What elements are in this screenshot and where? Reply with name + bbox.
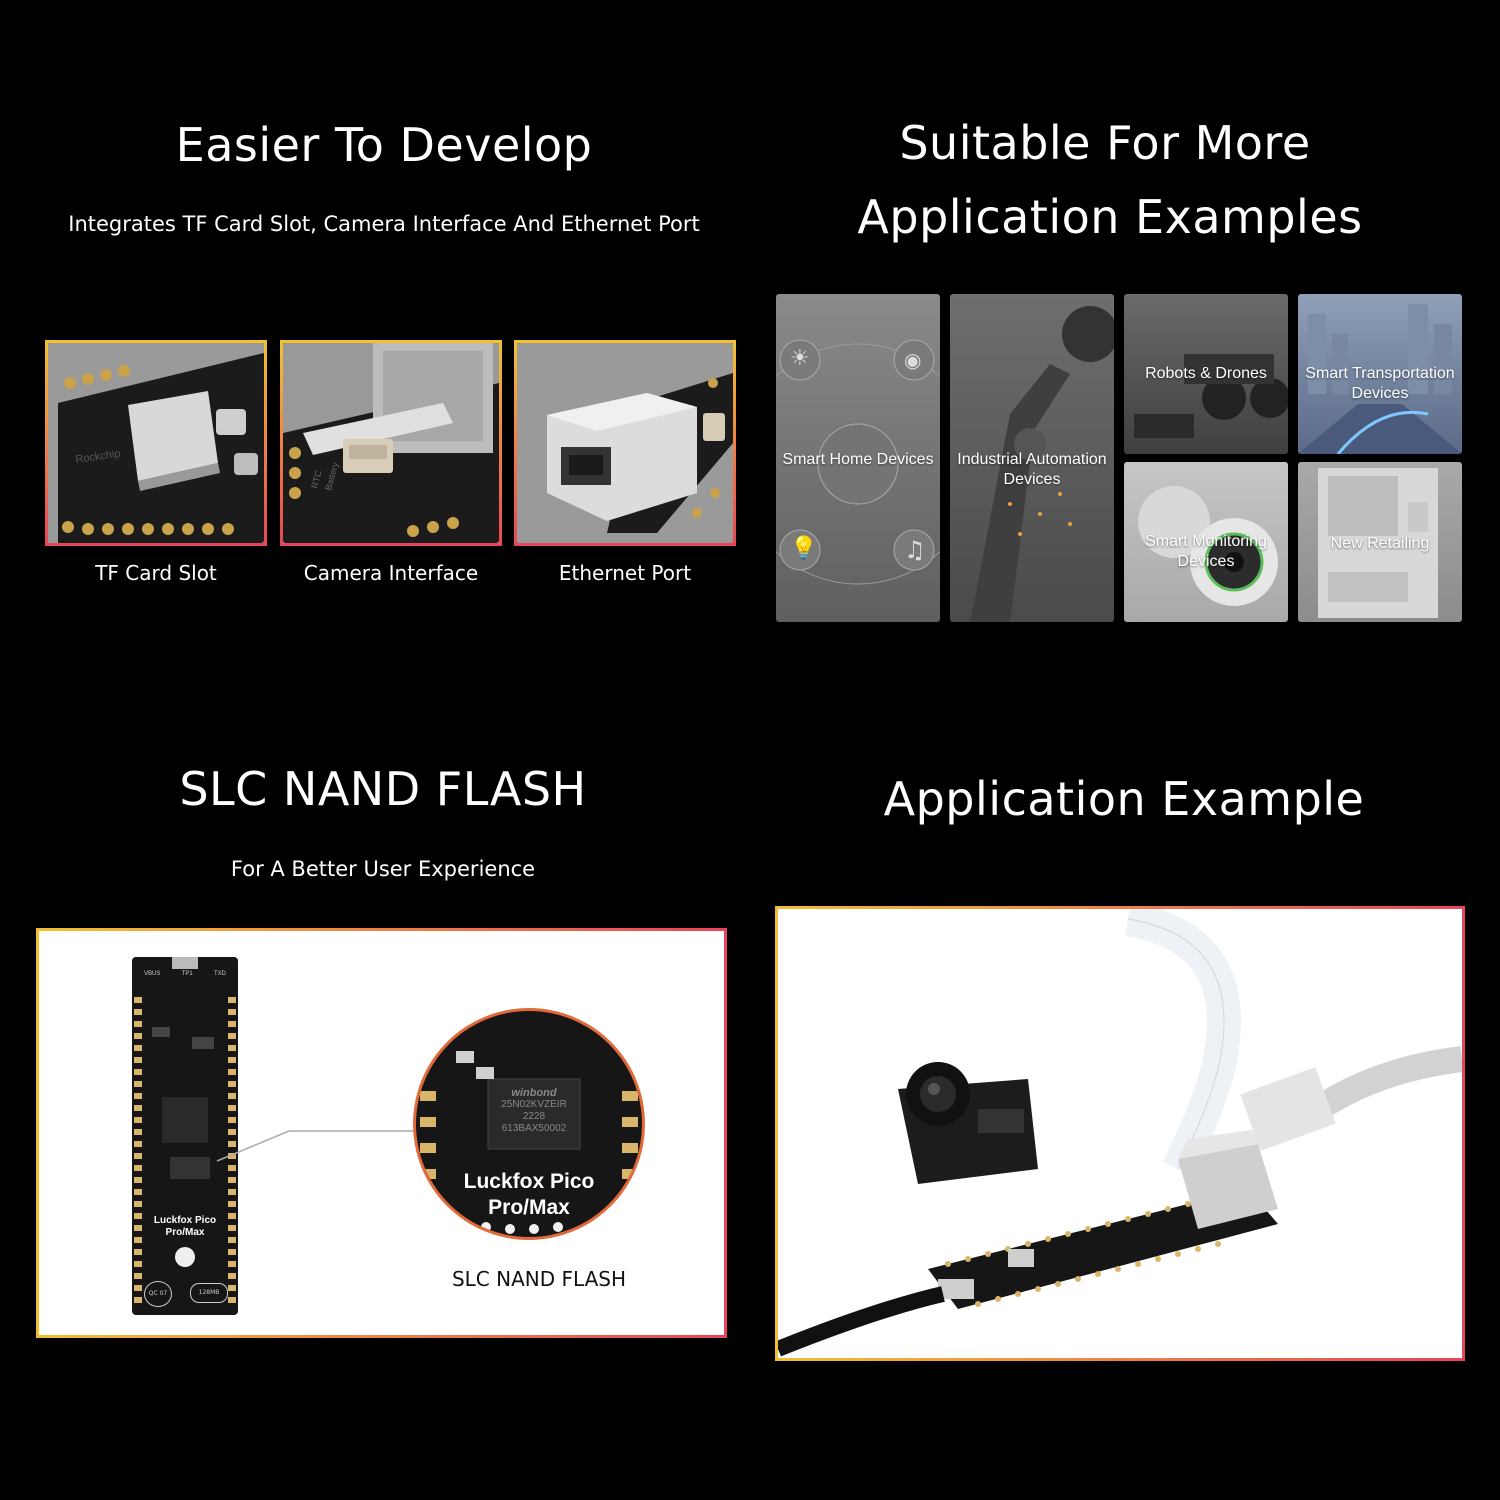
board-name-line1: Luckfox Pico xyxy=(153,1215,217,1226)
zoom-board-name-line2: Pro/Max xyxy=(488,1196,570,1219)
chip-line2: 2228 xyxy=(522,1111,546,1122)
pico-board: VBUS TP1 TXD Luckfox Pico Pro/Max QC 07 … xyxy=(132,957,238,1315)
tile-label: Industrial Automation Devices xyxy=(957,451,1107,488)
camera-interface-label: Camera Interface xyxy=(303,561,479,585)
tf-card-slot-image: Rockchip xyxy=(45,340,267,546)
leader-line xyxy=(216,1130,419,1162)
zoom-caption: SLC NAND FLASH xyxy=(451,1267,627,1291)
nand-panel: VBUS TP1 TXD Luckfox Pico Pro/Max QC 07 … xyxy=(36,928,727,1338)
tf-card-slot-label: TF Card Slot xyxy=(95,561,217,585)
tile-industrial-automation: Industrial Automation Devices xyxy=(950,294,1114,622)
music-icon: ♫ xyxy=(904,536,926,564)
chip-line1: 25N02KVZEIR xyxy=(501,1099,567,1110)
bulb-icon: 💡 xyxy=(790,536,818,561)
tile-smart-transportation: Smart Transportation Devices xyxy=(1298,294,1462,454)
board-name-line2: Pro/Max xyxy=(165,1227,205,1238)
ethernet-port-image xyxy=(514,340,736,546)
develop-title: Easier To Develop xyxy=(175,118,593,172)
develop-subtitle: Integrates TF Card Slot, Camera Interfac… xyxy=(68,212,700,236)
chip-brand: winbond xyxy=(511,1087,557,1099)
application-example-photo xyxy=(775,906,1465,1361)
tile-label: New Retailing xyxy=(1330,535,1430,552)
tile-smart-home: ☀ ◉ 💡 ♫ Smart Home Devices xyxy=(776,294,940,622)
pin-mark: TP1 xyxy=(181,971,193,977)
applications-title-line2: Application Examples xyxy=(857,190,1363,244)
pin-mark: VBUS xyxy=(144,971,161,977)
chip-line3: 613BAX50002 xyxy=(501,1123,567,1134)
qc-badge: QC 07 xyxy=(144,1281,172,1307)
camera-icon: ◉ xyxy=(904,348,922,372)
tile-label: Smart Transportation Devices xyxy=(1305,365,1455,402)
application-example-title: Application Example xyxy=(883,772,1365,826)
pin-mark: TXD xyxy=(213,971,226,977)
tile-label: Smart Monitoring Devices xyxy=(1145,533,1267,570)
tile-robots-drones: Robots & Drones xyxy=(1124,294,1288,454)
nand-zoom-circle: winbond 25N02KVZEIR 2228 613BAX50002 Luc… xyxy=(416,1011,642,1237)
ethernet-port-label: Ethernet Port xyxy=(558,561,692,585)
tile-smart-monitoring: Smart Monitoring Devices xyxy=(1124,462,1288,622)
zoom-board-name-line1: Luckfox Pico xyxy=(463,1170,595,1193)
tile-new-retailing: New Retailing xyxy=(1298,462,1462,622)
rtc-mark: RTC xyxy=(309,469,324,490)
nand-title: SLC NAND FLASH xyxy=(179,762,587,816)
applications-title-line1: Suitable For More xyxy=(899,116,1311,170)
tile-label: Smart Home Devices xyxy=(782,451,934,468)
camera-interface-image: RTC Battery xyxy=(280,340,502,546)
capacity-badge: 128MB xyxy=(190,1283,228,1303)
tile-label: Robots & Drones xyxy=(1145,365,1267,382)
nand-subtitle: For A Better User Experience xyxy=(230,857,536,881)
sun-icon: ☀ xyxy=(790,346,810,371)
